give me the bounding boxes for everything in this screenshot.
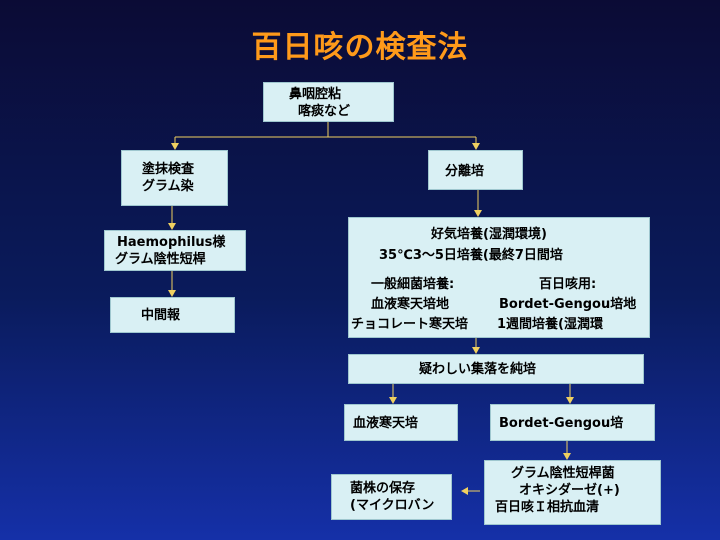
smear-line-1: 塗抹検査 (142, 162, 195, 177)
page-title: 百日咳の検査法 (251, 30, 469, 65)
pertussis-culture-line-1: 百日咳用: (539, 277, 597, 292)
isolation-box: 分離培 (428, 150, 523, 190)
identification-box: グラム陰性短桿菌 オキシダーゼ(+) 百日咳Ｉ相抗血清 (484, 460, 661, 525)
specimen-line-1: 鼻咽腔粘 (289, 87, 342, 102)
specimen-box: 鼻咽腔粘 喀痰など (263, 82, 394, 122)
bordet-gengou-box: Bordet-Gengou培 (490, 404, 655, 441)
storage-line-2: (マイクロバン (350, 498, 435, 513)
general-culture-line-2: 血液寒天培地 (371, 297, 450, 312)
identification-line-2: オキシダーゼ(+) (519, 483, 620, 498)
pertussis-culture-line-3: 1週間培養(湿潤環 (497, 317, 603, 332)
interim-line-1: 中間報 (141, 308, 181, 323)
storage-line-1: 菌株の保存 (350, 481, 416, 496)
identification-line-1: グラム陰性短桿菌 (511, 466, 615, 481)
pure-culture-box: 疑わしい集落を純培 (348, 354, 644, 384)
bordet-line-1: Bordet-Gengou培 (499, 416, 624, 431)
smear-line-2: グラム染 (142, 179, 194, 194)
general-culture-line-3: チョコレート寒天培 (351, 317, 469, 332)
strain-storage-box: 菌株の保存 (マイクロバン (331, 474, 452, 520)
general-culture-line-1: 一般細菌培養: (371, 277, 455, 292)
aerobic-line-2: 35℃3～5日培養(最終7日間培 (379, 248, 563, 263)
blood-agar-line-1: 血液寒天培 (353, 416, 419, 431)
smear-box: 塗抹検査 グラム染 (121, 150, 228, 206)
identification-line-3: 百日咳Ｉ相抗血清 (495, 500, 600, 515)
haemophilus-line-2: グラム陰性短桿 (115, 252, 206, 267)
blood-agar-box: 血液寒天培 (344, 404, 458, 441)
aerobic-line-1: 好気培養(湿潤環境) (431, 227, 547, 242)
specimen-line-2: 喀痰など (298, 104, 351, 119)
isolation-line-1: 分離培 (445, 164, 485, 179)
pertussis-culture-line-2: Bordet-Gengou培地 (499, 297, 637, 312)
haemophilus-line-1: Haemophilus様 (117, 235, 226, 250)
pure-culture-line-1: 疑わしい集落を純培 (419, 362, 537, 377)
interim-report-box: 中間報 (110, 297, 235, 333)
haemophilus-box: Haemophilus様 グラム陰性短桿 (104, 230, 246, 271)
aerobic-culture-box: 好気培養(湿潤環境) 35℃3～5日培養(最終7日間培 一般細菌培養: 血液寒天… (348, 217, 650, 338)
